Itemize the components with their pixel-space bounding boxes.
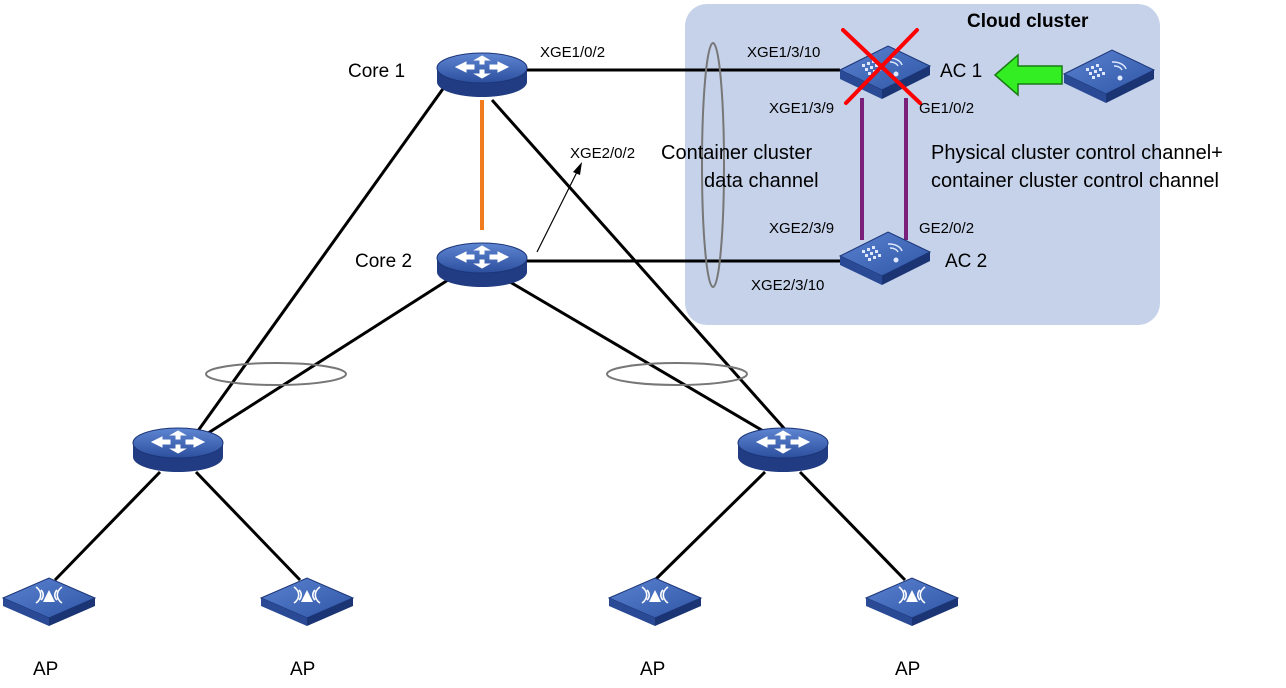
core2-router-icon (436, 242, 528, 288)
replacement-arrow-icon (993, 53, 1063, 97)
left-aggregation-ring (205, 362, 347, 386)
control-channel-label-line1: Physical cluster control channel+ (931, 142, 1223, 164)
core1-label: Core 1 (348, 61, 405, 82)
link-right-ap3 (653, 470, 767, 582)
ac1-failure-cross-icon (841, 28, 922, 105)
xge202-callout-arrow (536, 171, 578, 253)
cloud-cluster-title: Cloud cluster (967, 11, 1089, 32)
ap2-icon (260, 577, 354, 627)
data-channel-label-line2: data channel (704, 170, 819, 192)
ap3-label: AP (640, 659, 665, 680)
link-core2-right-switch (509, 280, 771, 437)
left-switch-icon (132, 427, 224, 473)
ac2-label: AC 2 (945, 251, 987, 272)
core2-port-label: XGE2/0/2 (570, 145, 635, 162)
ap4-icon (865, 577, 959, 627)
ap1-label: AP (33, 659, 58, 680)
link-left-ap2 (194, 470, 302, 582)
control-channel-label-line2: container cluster control channel (931, 170, 1219, 192)
ac1-ge-port-label: GE1/0/2 (919, 100, 974, 117)
ap1-icon (2, 577, 96, 627)
data-channel-label-line1: Container cluster (661, 142, 813, 164)
link-left-ap1 (53, 470, 162, 582)
ac1-label: AC 1 (940, 61, 982, 82)
right-switch-icon (737, 427, 829, 473)
ac2-xge10-port-label: XGE2/3/10 (751, 277, 824, 294)
link-core2-left-switch (204, 278, 449, 437)
ap4-label: AP (895, 659, 920, 680)
core1-router-icon (436, 52, 528, 98)
core2-label: Core 2 (355, 251, 412, 272)
right-aggregation-ring (606, 362, 748, 386)
ac2-ge-port-label: GE2/0/2 (919, 220, 974, 237)
ac2-xge9-port-label: XGE2/3/9 (769, 220, 834, 237)
link-core1-left-switch (193, 85, 447, 436)
ac1-xge9-port-label: XGE1/3/9 (769, 100, 834, 117)
ap2-label: AP (290, 659, 315, 680)
data-channel-aggregation-ring (701, 42, 725, 288)
ap3-icon (608, 577, 702, 627)
ac1-xge10-port-label: XGE1/3/10 (747, 44, 820, 61)
link-right-ap4 (798, 470, 907, 582)
xge202-arrowhead (573, 162, 582, 175)
core1-port-label: XGE1/0/2 (540, 44, 605, 61)
